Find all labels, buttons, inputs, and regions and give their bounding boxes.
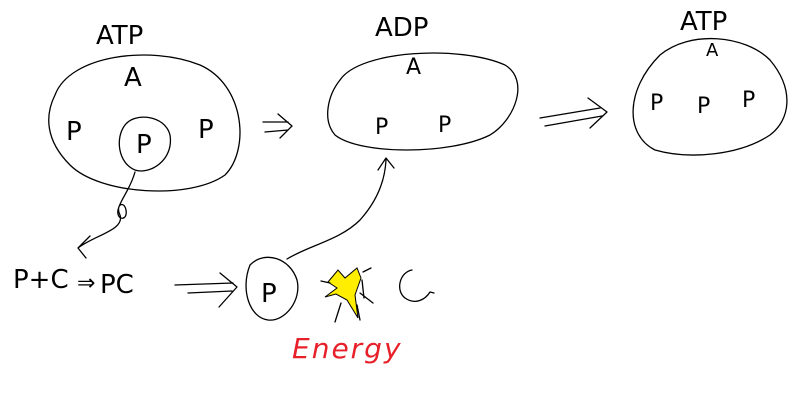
atp-molecule-right: ATP A P P P: [632, 7, 788, 156]
atp-left-phosphate-2: P: [136, 130, 152, 160]
atp-right-phosphate-1: P: [650, 91, 663, 116]
adp-title: ADP: [375, 13, 429, 43]
phosphate-highlight-circle: [118, 116, 171, 172]
atp-right-phosphate-2: P: [697, 94, 710, 119]
arrow-icon: [262, 113, 293, 139]
adp-phosphate-1: P: [375, 115, 388, 140]
atp-left-outline: [48, 54, 241, 192]
reaction-arrow: ⇒: [77, 271, 95, 296]
adp-outline: [327, 52, 519, 151]
phosphate-transfer-arrow: [77, 171, 136, 259]
released-phosphate: P: [261, 279, 277, 309]
adp-adenosine: A: [406, 55, 421, 80]
atp-left-adenosine: A: [124, 63, 142, 93]
reaction-product: PC: [100, 270, 134, 300]
creatine-letter: [399, 269, 435, 302]
atp-left-title: ATP: [96, 21, 143, 51]
atp-right-outline: [632, 38, 788, 156]
atp-right-phosphate-3: P: [742, 88, 755, 113]
atp-left-phosphate-3: P: [198, 115, 214, 145]
energy-label: Energy: [292, 332, 403, 365]
atp-right-adenosine: A: [706, 40, 719, 61]
burst-rays: [320, 267, 374, 323]
burst-shape: [324, 267, 362, 319]
atp-right-title: ATP: [680, 7, 727, 37]
phosphate-to-adp-arrow: [286, 157, 395, 260]
atp-left-phosphate-1: P: [66, 117, 82, 147]
reaction-reactants: P+C: [13, 265, 69, 295]
energy-burst-icon: [320, 267, 374, 323]
adp-phosphate-2: P: [438, 113, 451, 138]
arrow-icon: [174, 272, 238, 308]
released-phosphate-circle: [245, 256, 299, 321]
atp-molecule-left: ATP A P P P: [48, 21, 241, 192]
arrow-icon: [539, 97, 608, 129]
adp-molecule: ADP A P P: [327, 13, 519, 151]
